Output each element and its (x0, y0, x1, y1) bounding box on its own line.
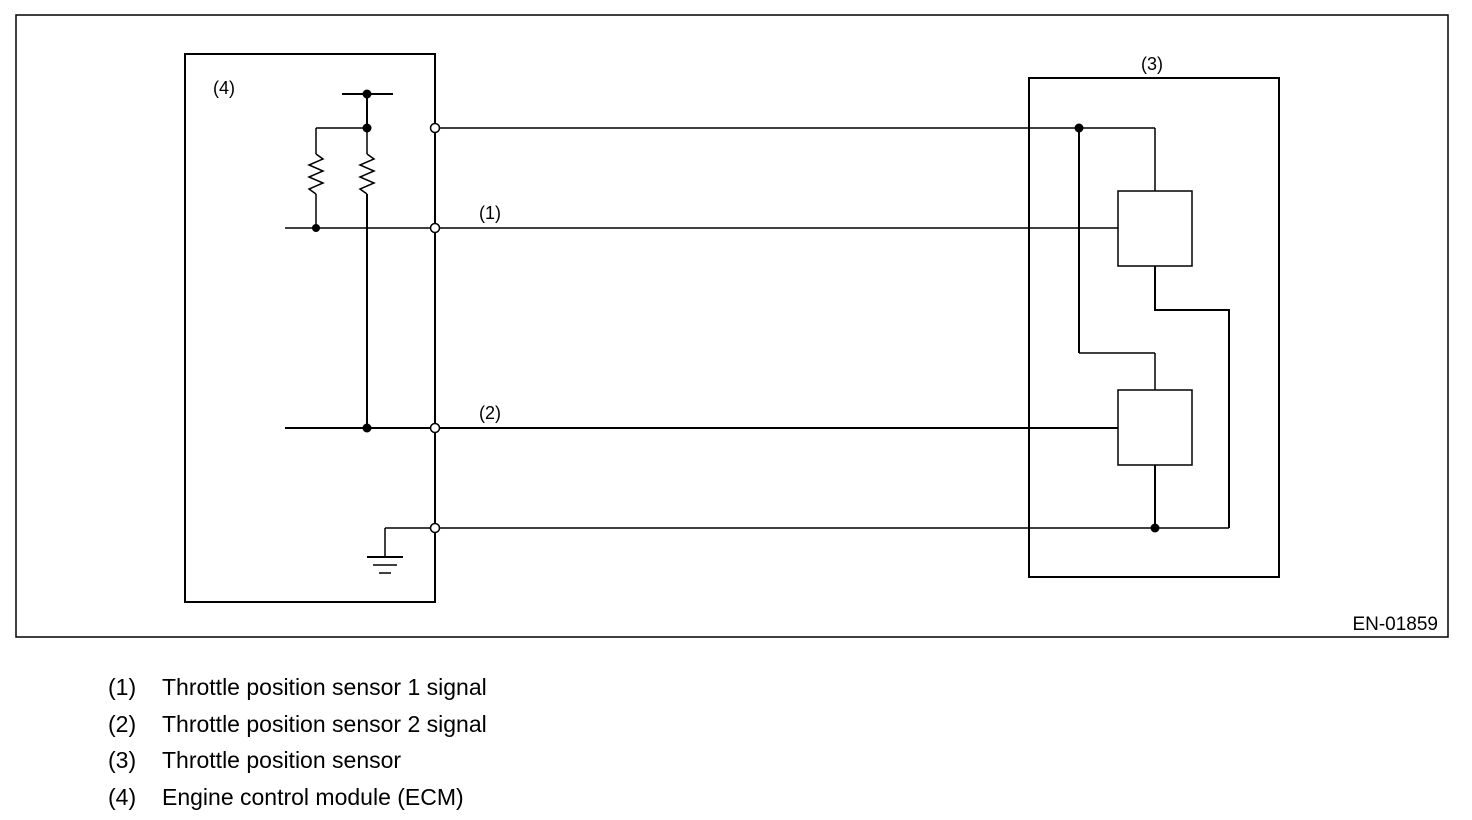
figure-code: EN-01859 (1352, 614, 1438, 635)
ecm-terminal-supply (429, 122, 441, 134)
legend-number: (2) (108, 710, 137, 737)
resistor-2-icon (358, 153, 376, 195)
throttle-position-sensor: (3) (1028, 54, 1280, 578)
diagram-frame (15, 14, 1449, 638)
ecm-module: (4) (184, 53, 436, 603)
ecm-terminal-signal2 (429, 422, 441, 434)
sensor-ground-junction (1150, 523, 1160, 533)
wiring-diagram: (4) (1) (2) (15, 14, 1449, 638)
ground-icon (367, 556, 403, 574)
legend-item: (3) Throttle position sensor (108, 743, 487, 780)
ecm-terminal-ground (429, 522, 441, 534)
ecm-terminal-signal1 (429, 222, 441, 234)
legend-number: (1) (108, 674, 137, 700)
legend-number: (3) (108, 747, 137, 773)
legend: (1) Throttle position sensor 1 signal (2)… (108, 670, 487, 816)
ecm-box (184, 53, 436, 603)
signal1-callout: (1) (479, 203, 501, 223)
sensor-element-2 (1117, 389, 1193, 466)
legend-item: (4) Engine control module (ECM) (108, 780, 487, 817)
signal2-callout: (2) (479, 403, 501, 423)
sensor-callout: (3) (1141, 54, 1163, 74)
ecm-callout: (4) (213, 78, 235, 98)
legend-text: Throttle position sensor 2 signal (162, 710, 487, 737)
sensor-element-1 (1117, 190, 1193, 267)
resistor-1-icon (307, 153, 325, 195)
legend-item: (1) Throttle position sensor 1 signal (108, 670, 487, 707)
legend-item: (2) Throttle position sensor 2 signal (108, 707, 487, 744)
legend-number: (4) (108, 783, 137, 810)
legend-text: Throttle position sensor 1 signal (162, 674, 487, 700)
legend-text: Throttle position sensor (162, 747, 402, 773)
sensor-box (1028, 77, 1280, 578)
legend-text: Engine control module (ECM) (162, 783, 464, 810)
